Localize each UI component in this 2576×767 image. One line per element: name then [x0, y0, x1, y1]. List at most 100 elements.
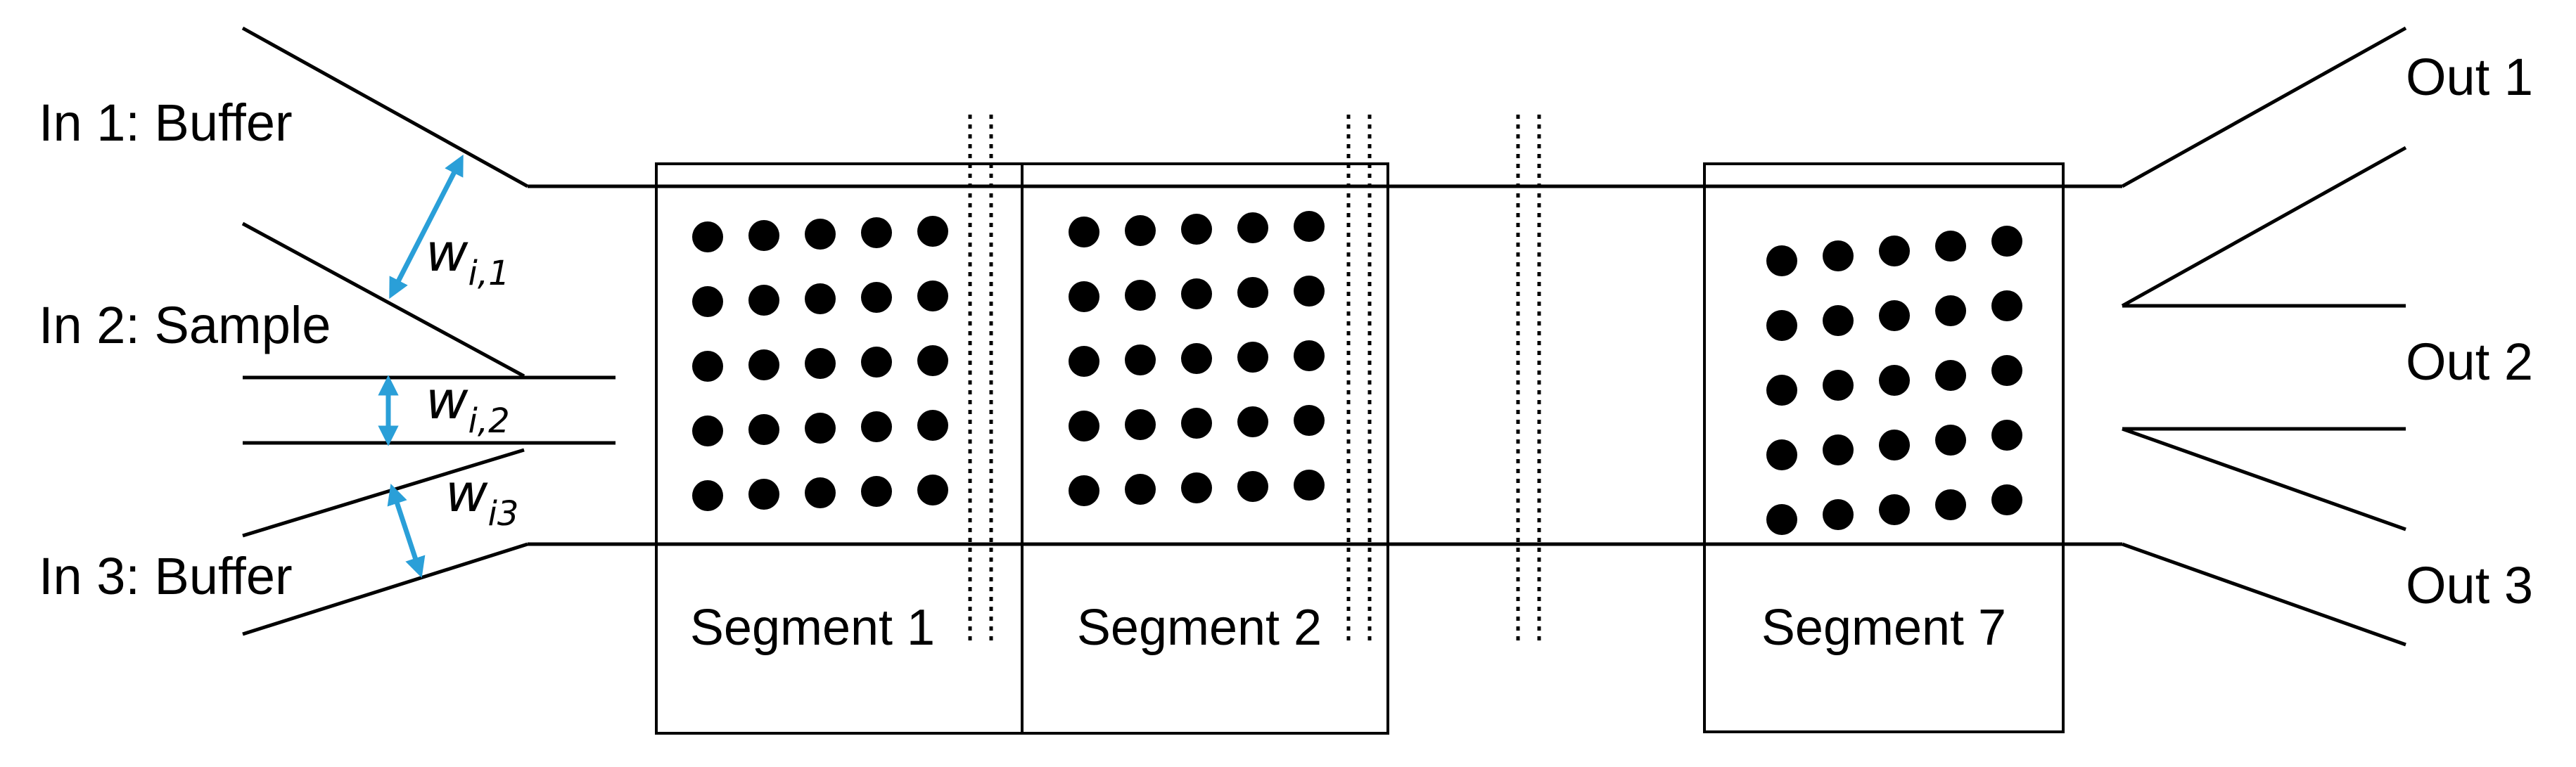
pillar: [1879, 494, 1910, 525]
inlet-channels: [241, 26, 616, 636]
width-3-symbol: w: [445, 463, 488, 524]
pillar: [1294, 405, 1325, 436]
inlet-3-wall-upper: [242, 448, 525, 538]
segment-7-box: [1703, 162, 2065, 733]
pillar: [1823, 240, 1854, 271]
outlet-3-wall-upper: [2122, 427, 2406, 531]
width-1-subscript: i,1: [468, 254, 510, 293]
width-3-label: wi3: [445, 463, 518, 534]
pillar: [1237, 342, 1268, 373]
inlet-1-label: In 1: Buffer: [39, 94, 293, 152]
pillar: [1766, 439, 1797, 470]
pillar: [1823, 370, 1854, 401]
outlet-1-label: Out 1: [2406, 48, 2533, 106]
pillar: [692, 480, 723, 511]
pillar: [1294, 470, 1325, 501]
pillar: [861, 217, 892, 248]
pillar: [805, 283, 836, 314]
width-1-label: wi,1: [426, 223, 510, 293]
pillar: [1879, 300, 1910, 331]
outlet-1-wall-lower: [2121, 146, 2407, 308]
pillar: [1181, 472, 1212, 503]
pillar: [1069, 217, 1099, 247]
outlet-channels: [2063, 26, 2407, 647]
pillar: [861, 411, 892, 442]
pillar: [1069, 346, 1099, 377]
pillar: [861, 282, 892, 313]
pillar: [1935, 489, 1966, 520]
width-2-subscript: i,2: [468, 401, 510, 441]
width-2-label: wi,2: [426, 370, 510, 441]
pillar: [1766, 504, 1797, 535]
inlet-3-label: In 3: Buffer: [39, 547, 293, 605]
segment-2-label: Segment 2: [1077, 600, 1322, 656]
pillar: [1125, 344, 1156, 375]
pillar: [692, 286, 723, 317]
segment-2-box: [1021, 162, 1389, 735]
pillar: [917, 410, 948, 441]
segment-2-pillar-array: [1069, 211, 1325, 506]
pillar: [748, 285, 779, 316]
pillar: [861, 476, 892, 507]
pillar: [1935, 231, 1966, 262]
outlet-3-label: Out 3: [2406, 556, 2533, 614]
pillar: [1991, 355, 2022, 386]
width-3-subscript: i3: [488, 494, 519, 534]
pillar: [1125, 280, 1156, 311]
pillar: [805, 477, 836, 508]
pillar: [692, 221, 723, 252]
pillar: [1237, 471, 1268, 502]
segment-boxes: [655, 162, 2065, 735]
pillar: [917, 345, 948, 376]
pillar: [692, 351, 723, 382]
pillar: [805, 219, 836, 250]
segment-1-pillar-array: [692, 216, 948, 511]
pillar: [1879, 365, 1910, 396]
inlet-1-wall-upper: [241, 26, 529, 188]
dotted-break-lines: [968, 115, 1541, 642]
pillar: [1294, 276, 1325, 307]
pillar: [1181, 278, 1212, 309]
segment-7-label: Segment 7: [1761, 600, 2006, 656]
inlet-3-wall-lower: [242, 542, 528, 636]
segment-7-pillar-array: [1766, 226, 2022, 535]
pillar: [805, 413, 836, 444]
pillar: [1237, 406, 1268, 437]
pillar: [1935, 295, 1966, 326]
pillar: [861, 347, 892, 378]
width-1-symbol: w: [426, 223, 468, 283]
width-arrows: [378, 154, 464, 578]
outlet-3-wall-lower: [2122, 542, 2406, 647]
main-channel: [528, 184, 2122, 546]
pillar: [1237, 277, 1268, 308]
pillar: [1294, 340, 1325, 371]
pillar: [1823, 305, 1854, 336]
pillar: [1069, 411, 1099, 441]
pillar: [1766, 245, 1797, 276]
pillar: [1069, 475, 1099, 506]
width-3-arrow-icon: [387, 484, 426, 578]
pillar: [1181, 343, 1212, 374]
inlet-1-wall-lower: [241, 221, 525, 378]
pillar: [1294, 211, 1325, 242]
pillar: [917, 281, 948, 311]
outlet-2-label: Out 2: [2406, 333, 2533, 391]
pillar: [1991, 420, 2022, 451]
pillar: [1069, 281, 1099, 312]
pillar: [1181, 408, 1212, 439]
inlet-2-label: In 2: Sample: [39, 296, 331, 354]
pillar: [1879, 430, 1910, 460]
pillar: [748, 414, 779, 445]
pillar: [1125, 215, 1156, 246]
pillar: [692, 415, 723, 446]
pillar: [917, 216, 948, 247]
pillar: [1935, 360, 1966, 391]
pillar: [1991, 290, 2022, 321]
pillar: [805, 348, 836, 379]
pillar: [1823, 434, 1854, 465]
pillar: [1766, 310, 1797, 341]
pillar: [1766, 375, 1797, 406]
pillar: [1935, 425, 1966, 456]
